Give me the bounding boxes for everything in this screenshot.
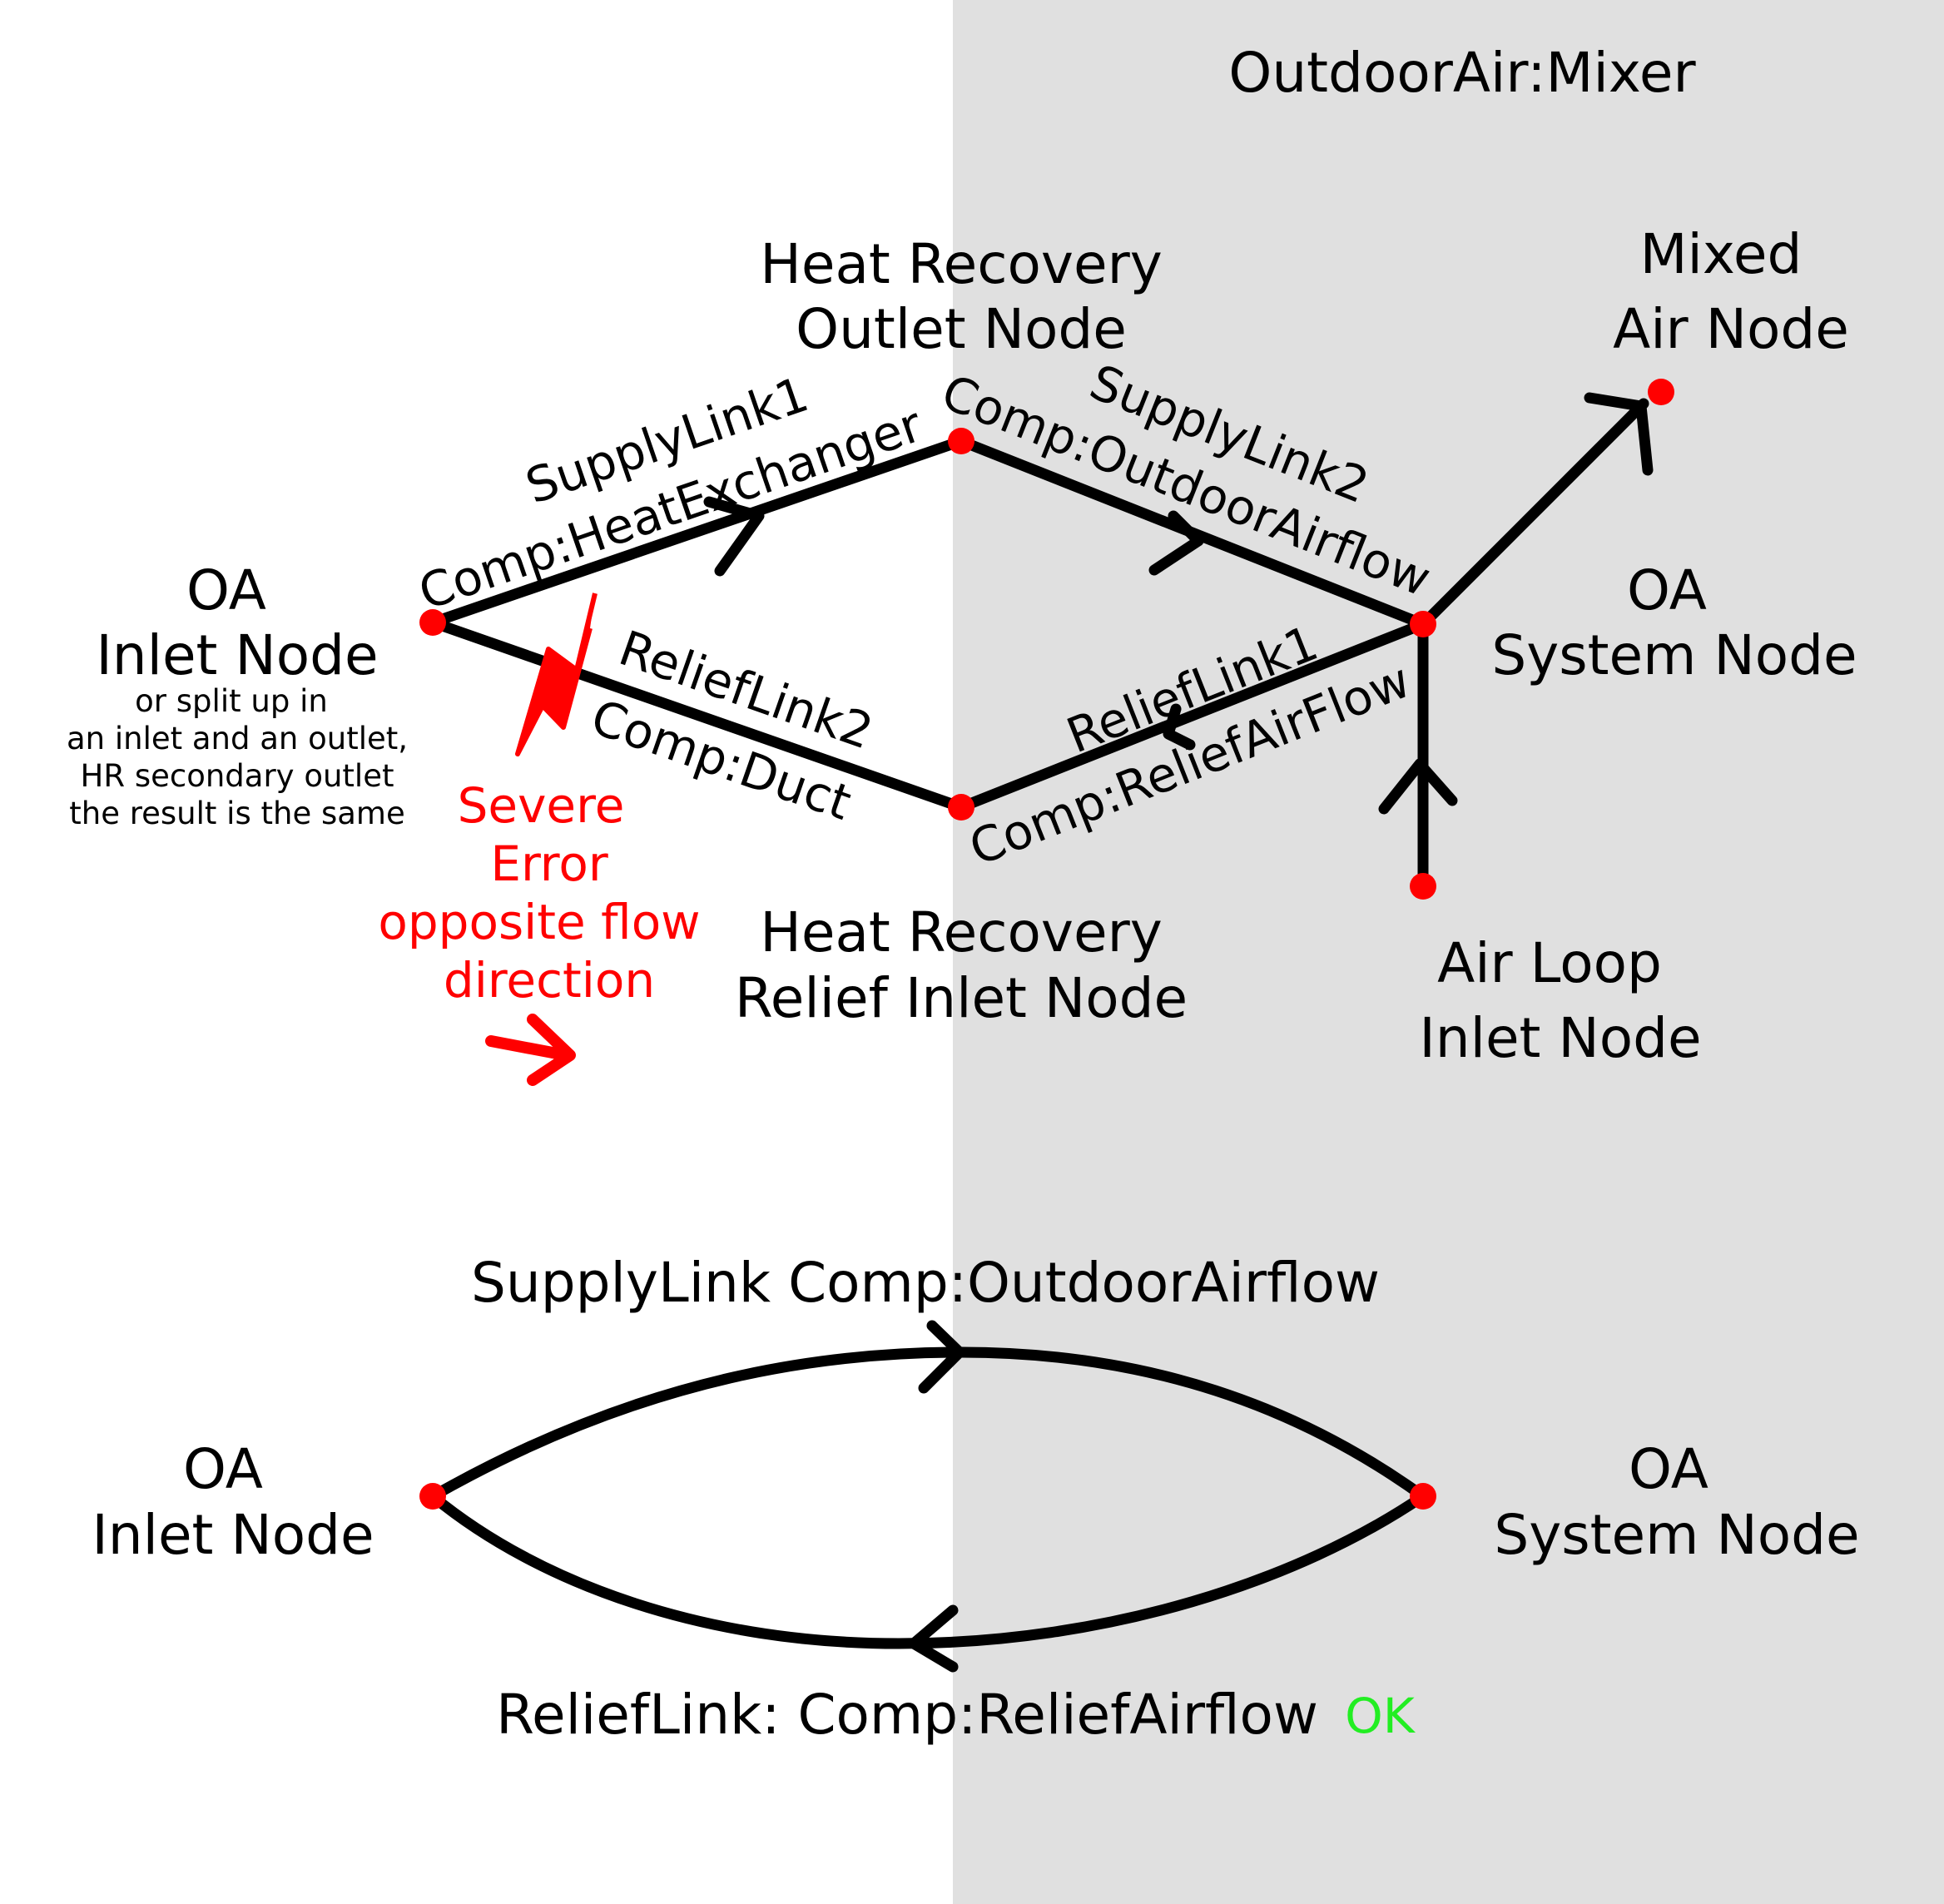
air-loop-inlet-label-line2: Inlet Node <box>1419 1006 1701 1070</box>
oa-system-node-label: OA System Node <box>1491 558 1857 687</box>
bottom-supply-curve <box>427 1346 1429 1502</box>
supply-link2-arrow-icon <box>1148 510 1204 576</box>
bottom-flow-lines <box>427 1320 1429 1673</box>
oa-inlet-label-line2: Inlet Node <box>96 623 378 687</box>
outdoor-air-mixer-region <box>953 0 1944 1904</box>
bottom-oa-system-label-line2: System Node <box>1494 1503 1859 1567</box>
top-arrowheads <box>703 392 1654 815</box>
hr-relief-inlet-node-label: Heat Recovery Relief Inlet Node <box>735 900 1188 1030</box>
hr-relief-inlet-label-line1: Heat Recovery <box>760 900 1163 964</box>
oa-inlet-note-line1: or split up in <box>135 683 328 719</box>
relief-link2-line <box>427 617 967 813</box>
bottom-oa-system-node-label: OA System Node <box>1494 1437 1859 1567</box>
air-loop-inlet-label-line1: Air Loop <box>1437 931 1662 995</box>
relief-link1-line <box>955 618 1429 813</box>
oa-inlet-label-line1: OA <box>186 558 266 622</box>
error-note-line1: Severe <box>458 777 625 834</box>
bottom-oa-inlet-node-dot <box>419 1483 446 1510</box>
hr-outlet-label-line1: Heat Recovery <box>760 232 1163 296</box>
severe-error-lightning-icon <box>515 593 598 756</box>
bottom-supply-arrow-icon <box>918 1320 965 1394</box>
air-loop-inlet-node-dot <box>1410 873 1436 900</box>
oa-system-label-line1: OA <box>1627 558 1707 622</box>
oa-inlet-note-line3: HR secondary outlet <box>81 758 394 794</box>
hr-outlet-node-label: Heat Recovery Outlet Node <box>760 232 1163 361</box>
bottom-oa-inlet-label-line2: Inlet Node <box>92 1503 374 1567</box>
oa-inlet-node-dot <box>419 609 446 636</box>
bottom-supply-link-label: SupplyLink Comp:OutdoorAirflow <box>471 1251 1380 1315</box>
bottom-node-dots <box>419 1483 1436 1510</box>
mixed-air-line <box>1417 398 1649 630</box>
top-node-dots <box>419 379 1674 900</box>
mixed-air-arrow-icon <box>1584 392 1654 476</box>
oa-inlet-note-line4: the result is the same <box>69 796 404 831</box>
hr-outlet-node-dot <box>948 428 974 454</box>
mixed-air-label-line1: Mixed <box>1640 222 1803 286</box>
bottom-oa-inlet-node-label: OA Inlet Node <box>92 1437 374 1567</box>
oa-inlet-note: or split up in an inlet and an outlet, H… <box>67 683 408 831</box>
bottom-oa-system-node-dot <box>1410 1483 1436 1510</box>
bottom-relief-link-label: ReliefLink: Comp:ReliefAirflow <box>496 1683 1318 1747</box>
relief-link1-arrow-icon <box>1163 703 1196 751</box>
oa-system-label-line2: System Node <box>1491 623 1857 687</box>
severe-error-note: Severe Error opposite flow direction <box>378 777 700 1009</box>
bottom-relief-curve <box>427 1490 1429 1649</box>
error-note-line3: opposite flow <box>378 894 700 950</box>
error-note-line4: direction <box>444 952 655 1009</box>
oa-inlet-node-label: OA Inlet Node <box>96 558 378 687</box>
bottom-oa-inlet-label-line1: OA <box>183 1437 263 1501</box>
mixed-air-label-line2: Air Node <box>1613 297 1849 361</box>
hr-outlet-label-line2: Outlet Node <box>796 297 1127 361</box>
mixed-air-node-label: Mixed Air Node <box>1613 222 1849 361</box>
error-note-line2: Error <box>490 835 608 892</box>
supply-link1-arrow-icon <box>703 496 765 577</box>
oa-system-node-dot <box>1410 611 1436 637</box>
supply-link1-line <box>427 435 967 628</box>
mixer-title: OutdoorAir:Mixer <box>1228 41 1696 105</box>
air-loop-arrow-icon <box>1378 758 1458 815</box>
ok-status-label: OK <box>1345 1688 1416 1744</box>
bottom-oa-system-label-line1: OA <box>1629 1437 1708 1501</box>
bottom-relief-arrow-icon <box>908 1604 959 1673</box>
error-direction-arrow-icon <box>485 1014 576 1086</box>
mixed-air-node-dot <box>1648 379 1674 405</box>
oa-inlet-note-line2: an inlet and an outlet, <box>67 721 408 756</box>
hr-relief-inlet-label-line2: Relief Inlet Node <box>735 966 1188 1030</box>
air-loop-inlet-node-label: Air Loop Inlet Node <box>1419 931 1701 1070</box>
hr-relief-inlet-node-dot <box>948 794 974 821</box>
